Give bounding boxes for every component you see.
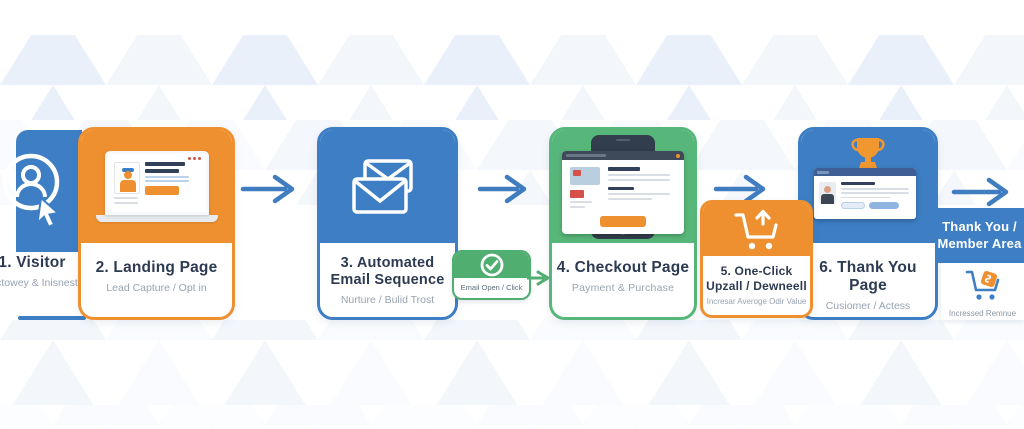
step-subtitle: Cusiomer / Actess xyxy=(825,300,911,312)
step-thank-you-card: 6. Thank You Page Cusiomer / Actess xyxy=(798,127,938,320)
banner-line2: Member Area xyxy=(937,235,1022,251)
double-envelope-icon xyxy=(351,158,413,214)
checkout-buy-button xyxy=(600,216,646,227)
check-circle-icon xyxy=(480,253,503,277)
step-title: 2. Landing Page xyxy=(95,259,218,276)
upsell-illustration xyxy=(703,203,810,256)
email-illustration xyxy=(320,130,455,243)
step-subtitle: Payment & Purchase xyxy=(571,282,675,294)
arrow-right-icon xyxy=(240,174,295,204)
step-landing-page-card: 2. Landing Page Lead Capture / Opt in xyxy=(78,127,235,320)
step-subtitle: Dictowey & Inisnest xyxy=(0,277,78,289)
checkout-illustration xyxy=(552,130,694,243)
credit-card-icon xyxy=(570,167,600,185)
step-visitor-card xyxy=(16,130,82,252)
arrow-right-icon xyxy=(713,174,766,204)
step-title: 1. Visitor xyxy=(0,254,66,271)
thank-you-member-area-banner: Thank You / Member Area xyxy=(935,208,1024,263)
cart-up-arrow-icon xyxy=(733,209,778,249)
laptop-landing-page-icon xyxy=(95,151,218,222)
checkout-window xyxy=(562,151,684,234)
user-click-icon xyxy=(2,153,61,229)
member-button xyxy=(841,202,865,210)
step-visitor-label: 1. Visitor Dictowey & Inisnest xyxy=(0,254,94,289)
step-subtitle: Nurture / Bulid Trost xyxy=(340,294,435,306)
step-title-line1: 5. One-Click xyxy=(720,264,793,278)
step-title-line2: Upzall / Dewneell xyxy=(706,279,807,293)
step-title-line1: 3. Automated xyxy=(340,255,435,271)
browser-dots xyxy=(187,157,201,160)
arrow-right-icon xyxy=(951,177,1009,207)
landing-avatar xyxy=(113,162,140,194)
banner-line1: Thank You / xyxy=(942,219,1017,234)
badge-label: Email Open / Click xyxy=(460,283,523,292)
step-checkout-card: 4. Checkout Page Payment & Purchase xyxy=(549,127,697,320)
step-subtitle: Lead Capture / Opt in xyxy=(106,282,207,294)
landing-cta-button xyxy=(144,186,179,195)
step-title-line2: Email Sequence xyxy=(330,272,445,288)
arrow-right-icon xyxy=(477,174,527,204)
visitor-card-underline xyxy=(18,316,86,320)
thank-you-illustration xyxy=(801,130,935,243)
trophy-icon xyxy=(851,138,885,168)
step-title: 6. Thank You Page xyxy=(819,259,917,294)
increased-revenue-box: Incressed Remnue xyxy=(941,263,1024,320)
green-arrow-right-icon xyxy=(527,270,550,286)
cart-revenue-icon xyxy=(965,270,999,300)
email-open-click-badge: Email Open / Click xyxy=(452,250,531,300)
customer-avatar xyxy=(819,182,836,204)
step-title: 4. Checkout Page xyxy=(556,259,690,276)
step-email-sequence-card: 3. Automated Email Sequence Nurture / Bu… xyxy=(317,127,458,320)
result-caption: Incressed Remnue xyxy=(948,309,1017,318)
step-upsell-card: 5. One-Click Upzall / Dewneell Incresar … xyxy=(700,200,813,318)
member-button xyxy=(869,202,899,210)
member-area-window xyxy=(814,168,916,219)
step-subtitle: Incresar Averoge Odir Value xyxy=(706,297,807,306)
landing-page-illustration xyxy=(81,130,232,243)
